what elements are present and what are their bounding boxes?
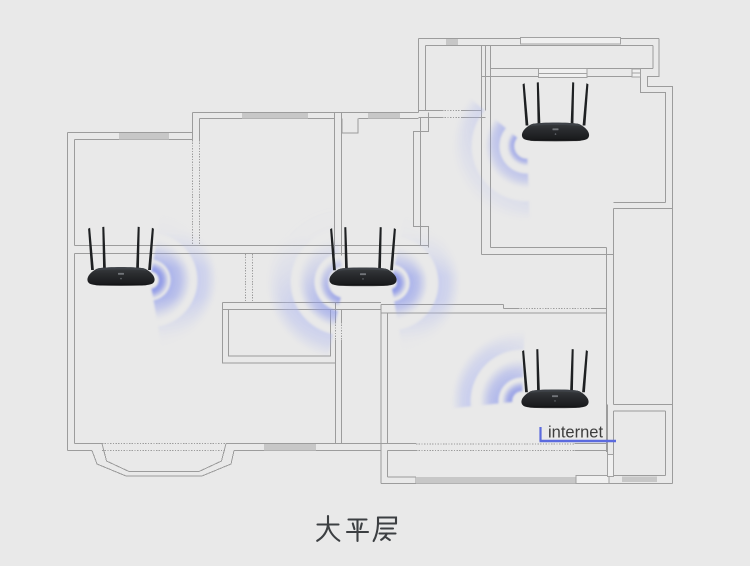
svg-text:internet: internet: [548, 424, 603, 442]
